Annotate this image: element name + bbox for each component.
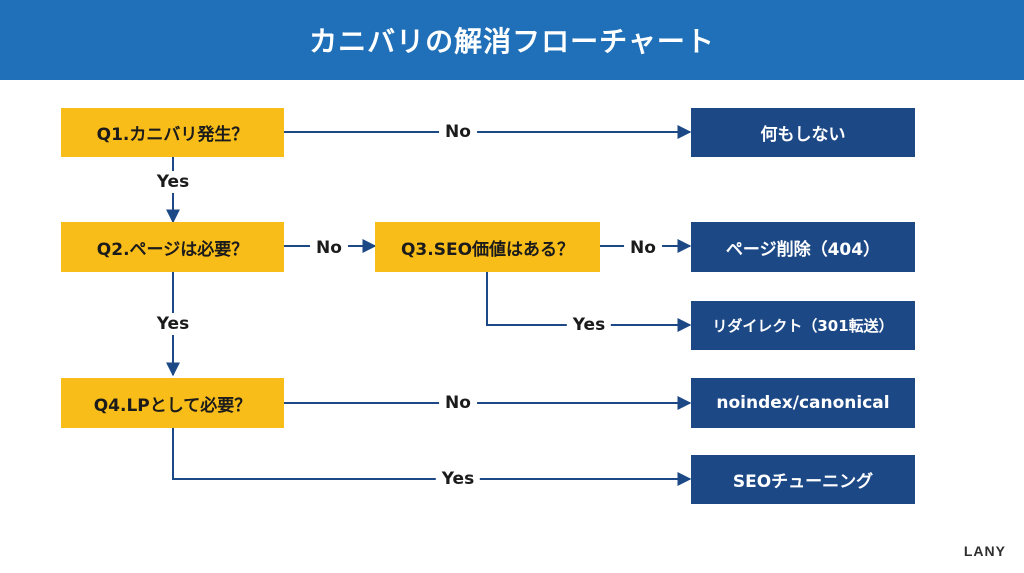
result-box-redirect: リダイレクト（301転送） [691,301,915,350]
edge-label-q4-no: No [439,392,477,414]
page-title: カニバリの解消フローチャート [309,25,715,58]
brand-logo: LANY [963,543,1006,559]
question-box-q1: Q1.カニバリ発生？ [61,108,284,157]
question-box-q4: Q4.LPとして必要？ [61,378,284,428]
edge-label-q1-yes: Yes [150,171,196,193]
edge-label-q2-yes: Yes [150,313,196,335]
edge-label-q4-yes: Yes [435,468,481,490]
arrow-q4-yes [172,428,692,486]
result-box-seo-tuning: SEOチューニング [691,455,915,504]
result-box-delete-page: ページ削除（404） [691,222,915,272]
edge-label-q3-no: No [624,237,662,259]
result-box-noindex-canonical: noindex/canonical [691,378,915,428]
edge-label-q2-no: No [310,237,348,259]
question-box-q3: Q3.SEO価値はある？ [375,222,600,272]
edge-label-q3-yes: Yes [566,314,612,336]
arrow-q3-yes [486,272,692,332]
question-box-q2: Q2.ページは必要？ [61,222,284,272]
title-banner: カニバリの解消フローチャート [0,0,1024,80]
edge-label-q1-no: No [439,121,477,143]
result-box-do-nothing: 何もしない [691,108,915,157]
